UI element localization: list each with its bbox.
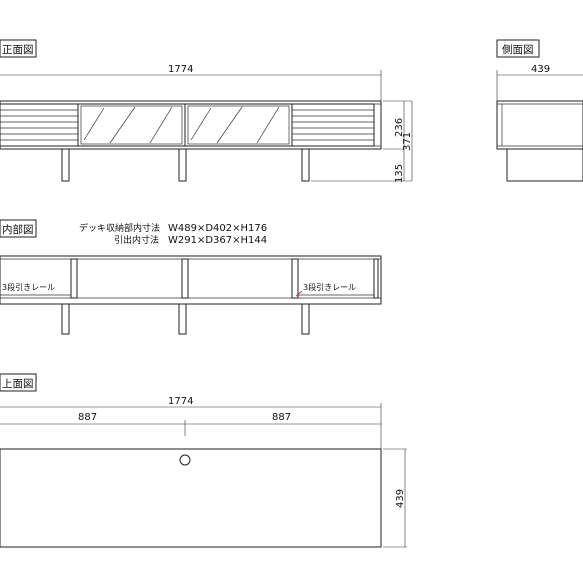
front-leg-right	[301, 148, 310, 182]
side-depth-label: 439	[531, 64, 550, 75]
interior-title-box	[0, 219, 37, 238]
side-view: 側面図 439	[496, 39, 583, 182]
top-half-left-label: 887	[78, 412, 97, 423]
top-width-label: 1774	[168, 396, 193, 407]
interior-cabinet	[0, 255, 382, 305]
front-left-drawer	[0, 103, 79, 147]
top-title: 上面図	[2, 378, 34, 390]
cable-hole	[179, 454, 191, 466]
interior-view: 内部図 デッキ収納部内寸法 W489×D402×H176 引出内寸法 W291×…	[0, 219, 382, 335]
front-right-drawer	[291, 103, 375, 147]
front-leg-center	[178, 148, 187, 182]
side-title: 側面図	[502, 43, 534, 56]
front-title-box	[0, 39, 37, 58]
rail-right-leader	[295, 290, 303, 297]
front-glass-doors	[77, 103, 293, 147]
rail-right-note: 3段引きレール	[303, 282, 356, 292]
front-view: 正面図 1774	[0, 39, 413, 183]
front-leg-left	[61, 148, 70, 182]
top-depth-label: 439	[395, 489, 406, 508]
top-view: 上面図 1774 887 887 439	[0, 373, 407, 548]
deck-spec-label: デッキ収納部内寸法	[79, 222, 160, 234]
side-title-box	[496, 39, 540, 58]
interior-leg-left	[61, 303, 70, 335]
interior-title: 内部図	[2, 223, 34, 236]
front-upper-height-label: 236	[394, 118, 405, 137]
interior-leg-right	[301, 303, 310, 335]
top-half-right-label: 887	[272, 412, 291, 423]
front-leg-height-label: 135	[394, 164, 405, 183]
rail-left-note: 3段引きレール	[2, 282, 55, 292]
interior-partitions	[70, 258, 379, 299]
front-cabinet	[0, 100, 382, 150]
front-width-label: 1774	[168, 64, 193, 75]
deck-spec-value: W489×D402×H176	[168, 223, 267, 234]
interior-leg-center	[178, 303, 187, 335]
top-surface	[0, 448, 382, 548]
drawer-spec-label: 引出内寸法	[114, 234, 159, 246]
top-title-box	[0, 373, 37, 392]
front-title: 正面図	[2, 44, 34, 56]
front-total-height-label: 371	[402, 132, 413, 151]
side-leg	[506, 148, 583, 182]
side-cabinet	[496, 100, 583, 150]
drawer-spec-value: W291×D367×H144	[168, 235, 267, 246]
